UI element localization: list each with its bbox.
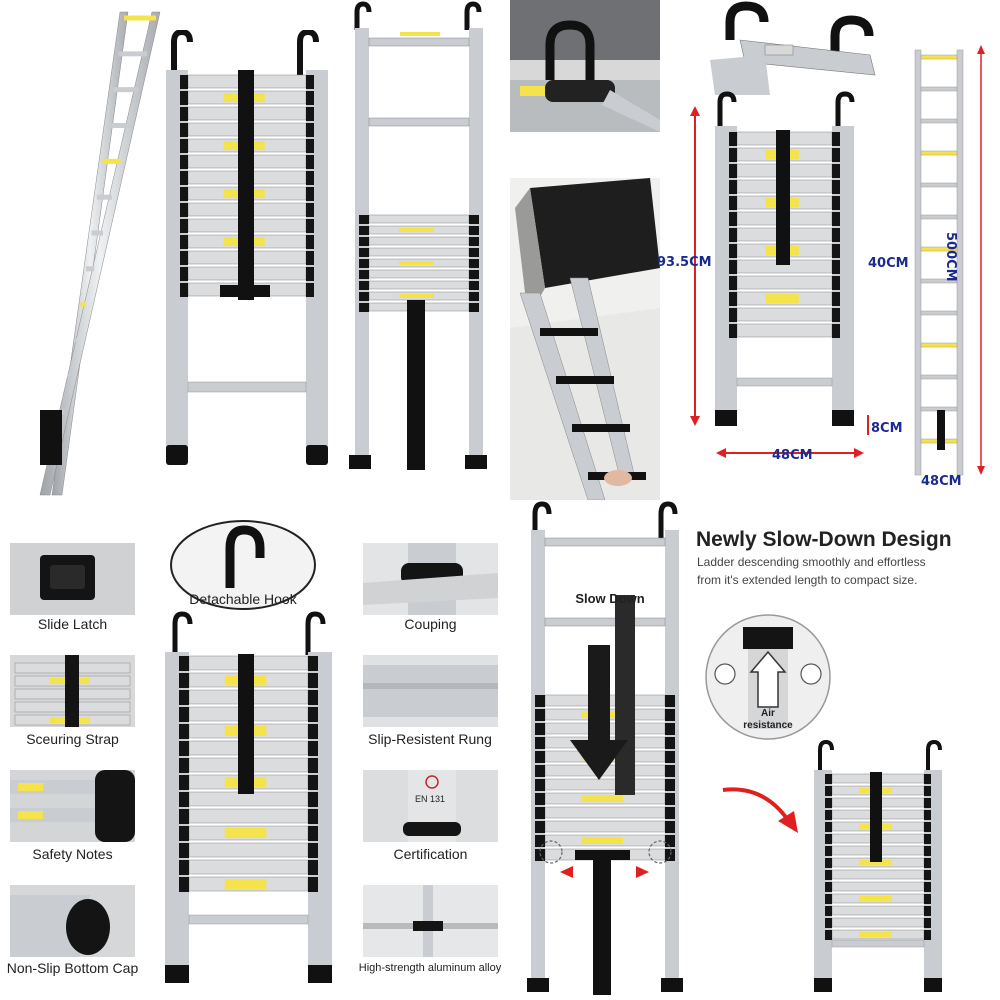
detachable-hook-label: Detachable Hook [189, 591, 297, 607]
feature-center-ladder [150, 610, 350, 995]
slowdown-desc-line1: Ladder descending smoothly and effortles… [697, 555, 926, 569]
feature-label-safety-notes: Safety Notes [32, 846, 113, 862]
feature-label-certification: Certification [393, 846, 468, 862]
width-extended-label: 48CM [921, 474, 962, 489]
height-compact-label: 93.5CM [657, 255, 712, 270]
feature-label-strap: Sceuring Strap [26, 731, 119, 747]
dimension-diagram-extended [905, 45, 1000, 485]
certification-mark: EN 131 [415, 794, 446, 804]
feature-label-aluminum: High-strength aluminum alloy [358, 962, 502, 974]
attic-ladder-photo [510, 178, 660, 500]
slowdown-title: Newly Slow-Down Design [696, 528, 952, 551]
feature-bottom-cap-photo [10, 885, 135, 957]
feature-label-bottom-cap: Non-Slip Bottom Cap [6, 960, 139, 976]
detached-hook-photo [670, 0, 895, 95]
feature-label-rung: Slip-Resistent Rung [368, 731, 492, 747]
slowdown-result-ladder [800, 740, 955, 995]
slowdown-desc-line2: from it's extended length to compact siz… [697, 573, 918, 587]
feature-aluminum-photo [363, 885, 498, 957]
feature-label-slide-latch: Slide Latch [37, 616, 108, 632]
feature-certification-photo: EN 131 [363, 770, 498, 842]
dimension-diagram-compact [660, 90, 915, 470]
compact-ladder-photo [160, 30, 340, 470]
feature-slide-latch-photo [10, 543, 135, 615]
curved-red-arrow [718, 775, 808, 840]
extended-length-label: 500CM [943, 232, 958, 282]
air-resistance-diagram [703, 612, 833, 742]
air-label-line2: resistance [743, 720, 793, 731]
leaning-ladder-photo [0, 0, 165, 505]
detachable-hook-callout [168, 518, 318, 613]
air-label-line1: Air [761, 708, 775, 719]
feature-coupling-photo [363, 543, 498, 615]
feature-strap-photo [10, 655, 135, 727]
feature-rung-photo [363, 655, 498, 727]
partially-extended-ladder-photo [345, 0, 505, 475]
width-compact-label: 48CM [772, 448, 813, 463]
hook-closeup-photo [510, 0, 660, 132]
feature-safety-notes-photo [10, 770, 135, 842]
rung-spacing-label: 40CM [868, 256, 909, 271]
slowdown-ladder [515, 500, 695, 995]
foot-height-label: 8CM [871, 421, 903, 436]
slowdown-arrow-label: Slow Down [575, 591, 645, 606]
feature-label-coupling: Couping [404, 616, 457, 632]
